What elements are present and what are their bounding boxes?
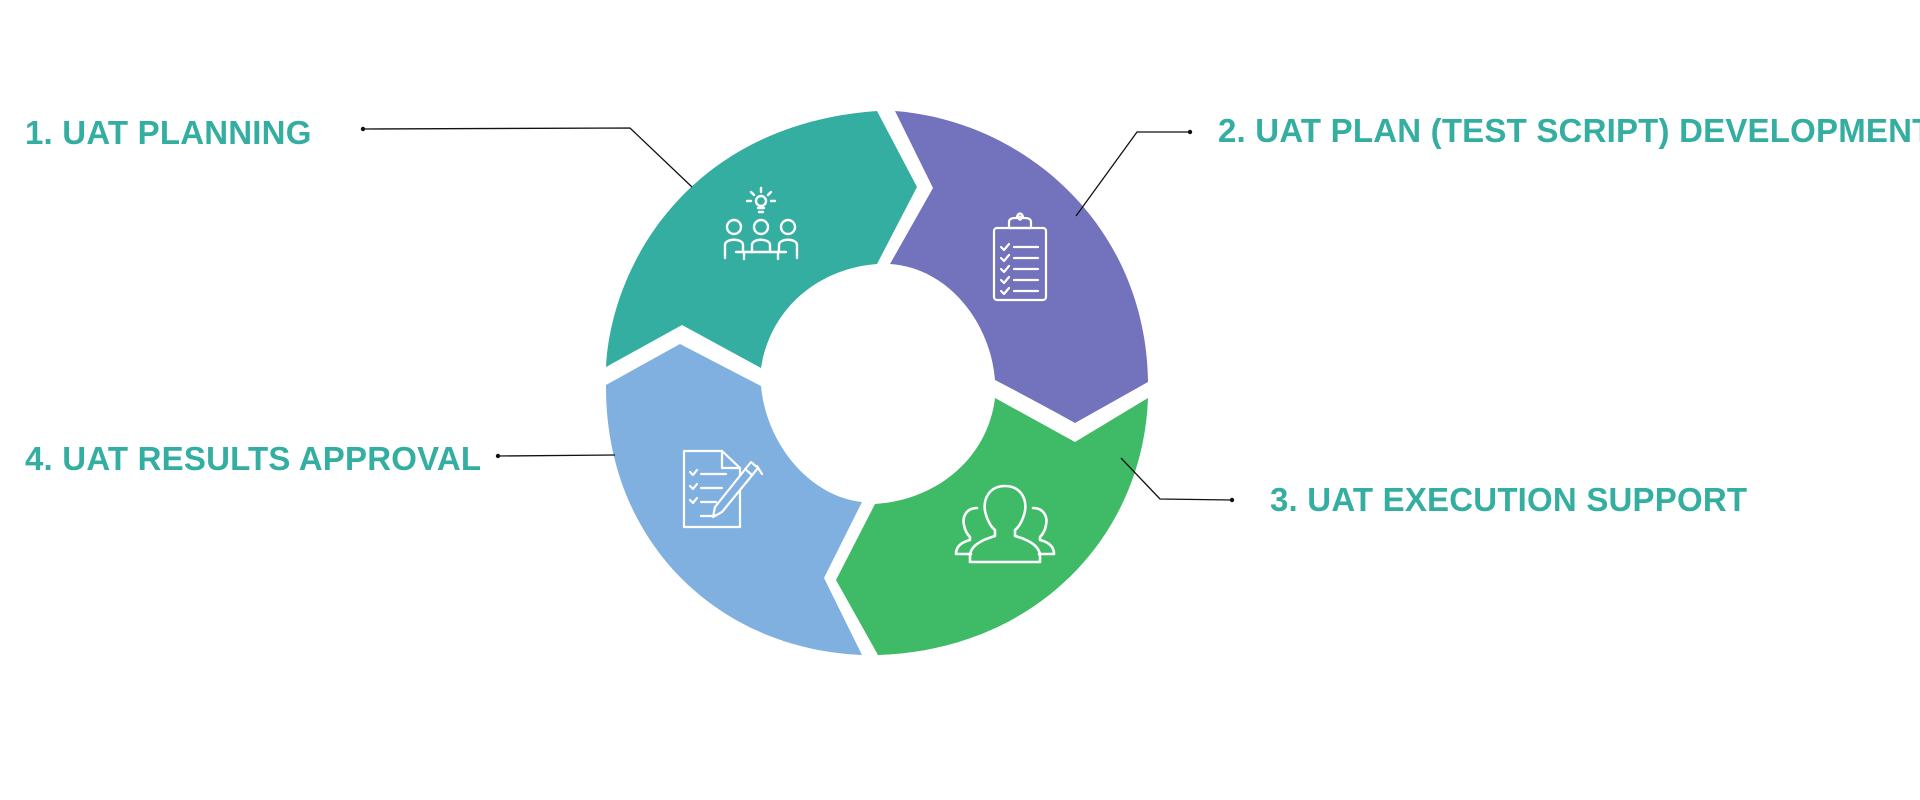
connector-development (1075, 131, 1190, 217)
connector-lines (362, 127, 1233, 501)
connector-dot-planning (360, 126, 366, 132)
connector-dot-approval (495, 453, 501, 459)
clipboard-checklist-icon (992, 212, 1048, 302)
step-4-label: 4. UAT RESULTS APPROVAL (25, 440, 481, 477)
team-meeting-icon (723, 186, 799, 261)
connector-dot-development (1187, 129, 1193, 135)
connector-dot-execution (1229, 497, 1235, 503)
connector-execution (1120, 457, 1233, 501)
connector-approval (497, 454, 616, 457)
segment-uat-results-approval (605, 344, 862, 655)
document-sign-icon (682, 449, 764, 529)
step-1-label: 1. UAT PLANNING (25, 114, 312, 151)
step-3-label: 3. UAT EXECUTION SUPPORT (1270, 481, 1747, 518)
segment-uat-plan-development (890, 111, 1148, 423)
connector-planning (362, 127, 693, 188)
user-group-icon (954, 484, 1056, 564)
step-2-label: 2. UAT PLAN (TEST SCRIPT) DEVELOPMENT (1218, 112, 1920, 149)
